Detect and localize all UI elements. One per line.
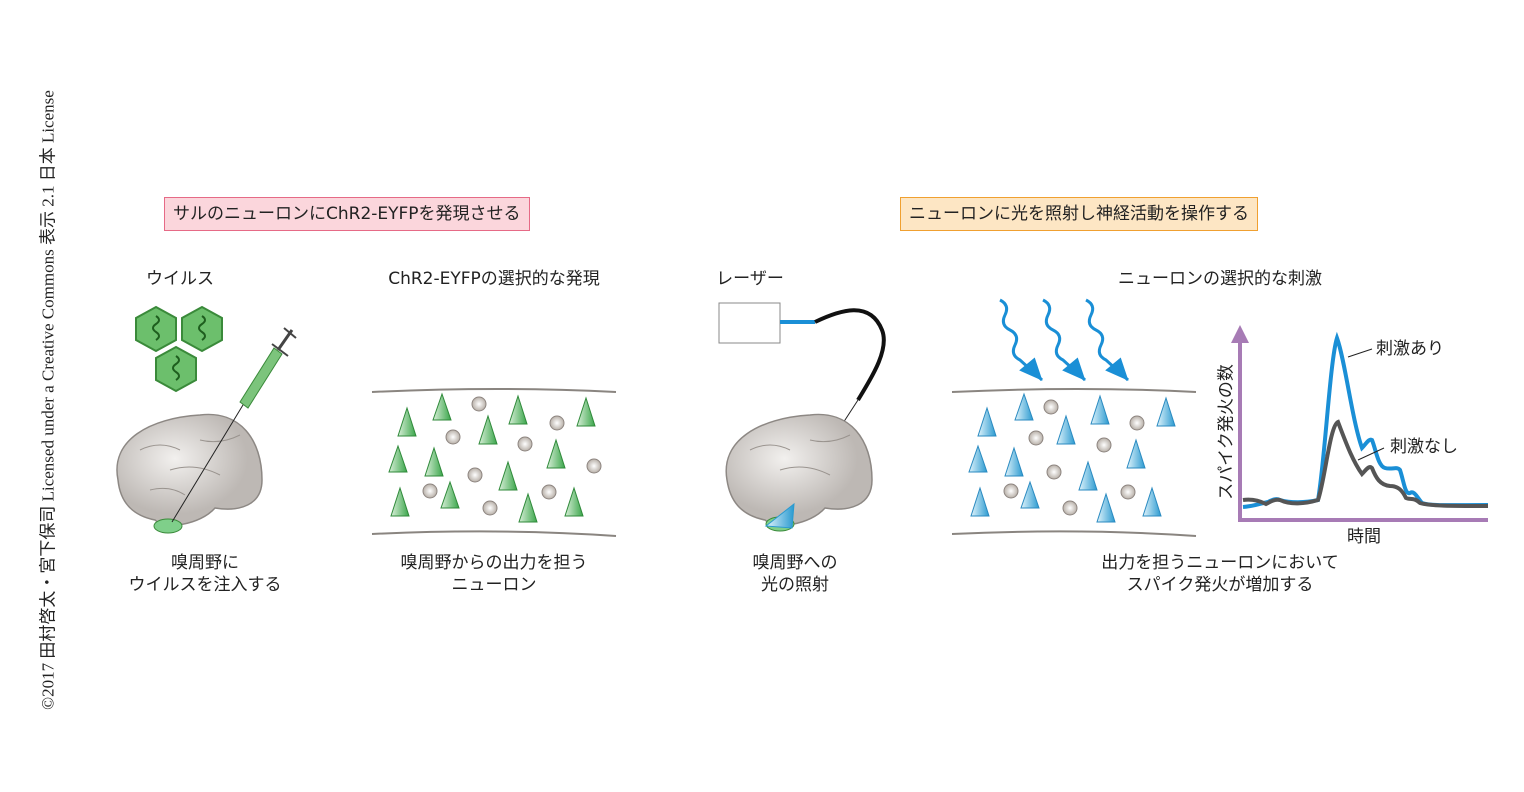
legend-with-stimulation: 刺激あり bbox=[1376, 339, 1444, 359]
series-with-stimulation bbox=[1242, 331, 1489, 509]
spike-graph bbox=[1231, 325, 1489, 522]
expression-caption: 嗅周野からの出力を担うニューロン bbox=[401, 552, 588, 596]
caption-line: 嗅周野からの出力を担う bbox=[400, 553, 588, 573]
graph-x-label: 時間 bbox=[1347, 527, 1381, 547]
series-without-stimulation bbox=[1242, 419, 1489, 508]
caption-line: 出力を担うニューロンにおいて bbox=[1101, 553, 1339, 573]
caption-line: 嗅周野への bbox=[752, 553, 838, 573]
laser-caption: 嗅周野への光の照射 bbox=[753, 552, 838, 596]
y-axis-arrow-icon bbox=[1231, 325, 1249, 343]
neuron-tissue-green bbox=[371, 388, 617, 537]
brain-icon bbox=[116, 413, 263, 534]
stimulation-caption: 出力を担うニューロンにおいてスパイク発火が増加する bbox=[1101, 552, 1339, 596]
caption-line: ニューロン bbox=[451, 575, 537, 595]
caption-line: 光の照射 bbox=[761, 575, 829, 595]
caption-line: ウイルスを注入する bbox=[128, 575, 282, 595]
neuron-tissue-blue bbox=[951, 388, 1197, 537]
banner-expression: サルのニューロンにChR2-EYFPを発現させる bbox=[164, 197, 530, 231]
caption-line: スパイク発火が増加する bbox=[1126, 575, 1314, 595]
caption-line: 嗅周野に bbox=[171, 553, 239, 573]
virus-caption: 嗅周野にウイルスを注入する bbox=[129, 552, 282, 596]
stimulation-title: ニューロンの選択的な刺激 bbox=[1118, 269, 1322, 289]
legend-without-stimulation: 刺激なし bbox=[1390, 437, 1458, 457]
virus-title: ウイルス bbox=[146, 269, 214, 289]
copyright-notice: ©2017 田村啓太・宮下保司 Licensed under a Creativ… bbox=[38, 90, 58, 710]
virus-icon bbox=[135, 305, 223, 393]
leader-line bbox=[1357, 447, 1385, 461]
laser-title: レーザー bbox=[716, 269, 784, 289]
banner-stimulation: ニューロンに光を照射し神経活動を操作する bbox=[900, 197, 1258, 231]
graph-y-label: スパイク発火の数 bbox=[1216, 364, 1237, 500]
light-arrows-icon bbox=[999, 298, 1130, 382]
syringe-icon bbox=[171, 327, 297, 523]
leader-line bbox=[1347, 348, 1373, 358]
expression-title: ChR2-EYFPの選択的な発現 bbox=[388, 269, 600, 289]
brain-icon bbox=[725, 413, 873, 532]
